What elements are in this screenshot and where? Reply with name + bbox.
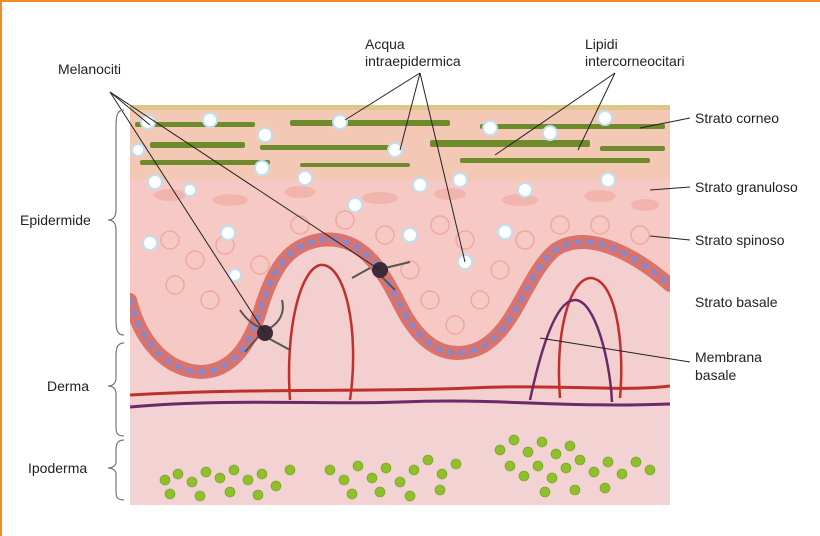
bracket-ipoderma <box>108 440 124 500</box>
label-strato-basale: Strato basale <box>695 294 778 310</box>
label-epidermide: Epidermide <box>20 212 91 228</box>
bracket-derma <box>108 343 124 436</box>
label-acqua-line1: Acqua <box>365 36 405 52</box>
label-strato-corneo: Strato corneo <box>695 110 779 126</box>
label-derma: Derma <box>47 378 89 394</box>
label-lipidi-line2: intercorneocitari <box>585 53 685 69</box>
label-melanociti: Melanociti <box>58 61 121 77</box>
surface-band <box>130 105 670 110</box>
label-strato-spinoso: Strato spinoso <box>695 232 785 248</box>
label-lipidi-line1: Lipidi <box>585 36 618 52</box>
label-strato-granuloso: Strato granuloso <box>695 179 798 195</box>
label-acqua-line2: intraepidermica <box>365 53 461 69</box>
label-membrana-line1: Membrana <box>695 349 762 365</box>
hypodermis-layer <box>130 400 670 505</box>
brackets <box>108 110 124 500</box>
bracket-epidermide <box>108 110 124 335</box>
label-membrana-line2: basale <box>695 367 736 383</box>
label-ipoderma: Ipoderma <box>28 460 87 476</box>
